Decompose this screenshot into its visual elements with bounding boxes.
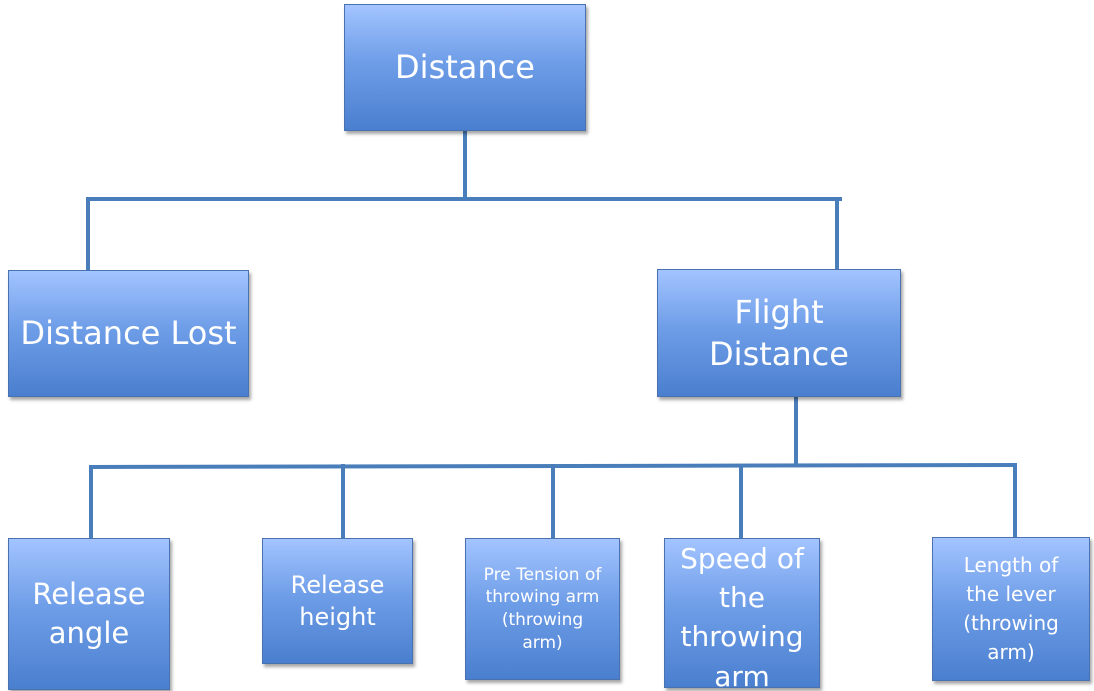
node-release-height-label: Release height <box>290 570 385 631</box>
node-flight-distance: Flight Distance <box>657 269 901 397</box>
node-distance-label: Distance <box>395 48 535 87</box>
node-lever-label: Length of the lever (throwing arm) <box>963 553 1059 664</box>
node-pre-tension-label: Pre Tension of throwing arm (throwing ar… <box>483 564 602 653</box>
node-flight-distance-label: Flight Distance <box>709 292 849 373</box>
node-distance: Distance <box>344 4 586 131</box>
node-speed-of-throwing-arm: Speed of the throwing arm <box>664 538 820 688</box>
node-release-height: Release height <box>262 538 413 664</box>
node-distance-lost: Distance Lost <box>8 270 249 397</box>
node-pre-tension: Pre Tension of throwing arm (throwing ar… <box>465 538 620 680</box>
node-distance-lost-label: Distance Lost <box>20 314 237 353</box>
node-length-of-lever: Length of the lever (throwing arm) <box>932 537 1090 681</box>
node-release-angle-label: Release angle <box>32 576 146 650</box>
node-release-angle: Release angle <box>8 538 170 690</box>
node-speed-label: Speed of the throwing arm <box>680 542 804 688</box>
